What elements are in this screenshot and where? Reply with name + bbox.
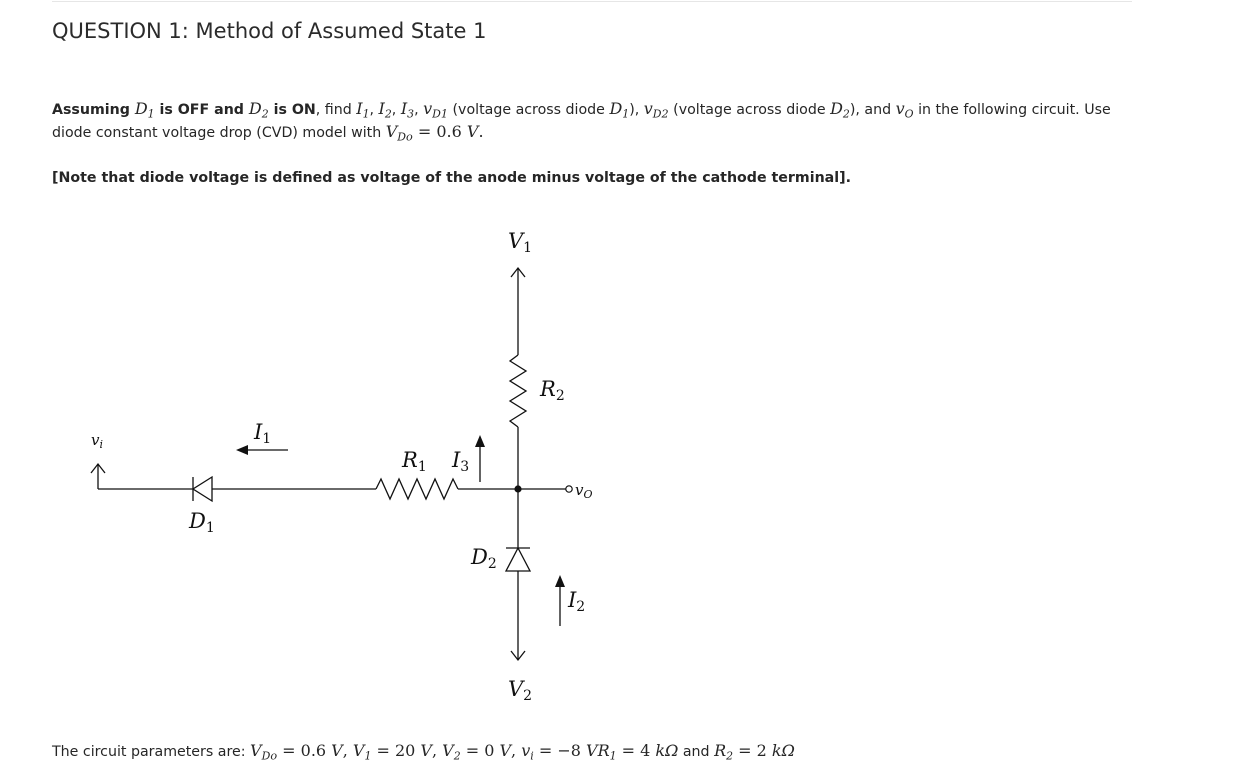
label-vi: vi bbox=[91, 431, 103, 451]
math-d1-inline: D1 bbox=[609, 99, 630, 121]
vo-terminal bbox=[565, 485, 573, 493]
question-line-2: diode constant voltage drop (CVD) model … bbox=[52, 122, 484, 144]
math-vo: vO bbox=[895, 99, 914, 121]
arrow-i1-head bbox=[236, 445, 248, 455]
param-r2: R2 bbox=[714, 741, 734, 763]
math-vd1: vD1 bbox=[423, 99, 448, 121]
label-i1: I1 bbox=[253, 420, 271, 447]
param-vi: vi bbox=[521, 741, 534, 763]
diode-d1-triangle bbox=[191, 475, 213, 503]
note-text: [Note that diode voltage is defined as v… bbox=[52, 170, 851, 186]
circuit-wires bbox=[90, 266, 566, 662]
math-i3: I3 bbox=[400, 99, 415, 121]
math-d1: D1 bbox=[134, 99, 155, 121]
v2-terminal-arrow bbox=[510, 650, 526, 662]
math-d2-inline: D2 bbox=[830, 99, 850, 121]
on-text: is ON bbox=[268, 102, 316, 118]
label-vo: vO bbox=[575, 481, 593, 501]
question-title: QUESTION 1: Method of Assumed State 1 bbox=[52, 19, 487, 43]
math-vd2: vD2 bbox=[643, 99, 669, 121]
label-d1: D1 bbox=[188, 509, 215, 536]
param-vdo: VDo bbox=[250, 741, 278, 763]
param-v1: V1 bbox=[352, 741, 372, 763]
vi-terminal-arrow bbox=[90, 462, 106, 474]
assuming-prefix: Assuming bbox=[52, 102, 135, 118]
find-text: , find bbox=[315, 102, 357, 118]
label-d2: D2 bbox=[470, 545, 497, 572]
math-d2: D2 bbox=[248, 99, 269, 121]
circuit-parameters: The circuit parameters are: VDo = 0.6 V,… bbox=[52, 741, 795, 763]
label-r1: R1 bbox=[401, 448, 427, 475]
junction-node bbox=[514, 485, 522, 493]
resistor-r2 bbox=[508, 354, 528, 428]
diode-d2-triangle bbox=[504, 546, 532, 572]
arrow-i2-head bbox=[555, 575, 565, 587]
question-line-1: Assuming D1 is OFF and D2 is ON, find I1… bbox=[52, 99, 1111, 121]
resistor-r1 bbox=[375, 477, 459, 501]
arrow-heads bbox=[236, 435, 565, 587]
arrow-i3-head bbox=[475, 435, 485, 447]
math-vdo: VDo bbox=[385, 122, 413, 144]
param-v2: V2 bbox=[442, 741, 461, 763]
off-text: is OFF and bbox=[154, 102, 249, 118]
label-i3: I3 bbox=[451, 448, 469, 475]
label-v2: V2 bbox=[508, 677, 532, 704]
label-v1: V1 bbox=[508, 229, 532, 256]
math-i2: I2 bbox=[378, 99, 392, 121]
label-r2: R2 bbox=[539, 377, 565, 404]
math-i1: I1 bbox=[356, 99, 370, 121]
param-r1: R1 bbox=[597, 741, 617, 763]
top-divider bbox=[52, 1, 1132, 2]
label-i2: I2 bbox=[567, 588, 585, 615]
